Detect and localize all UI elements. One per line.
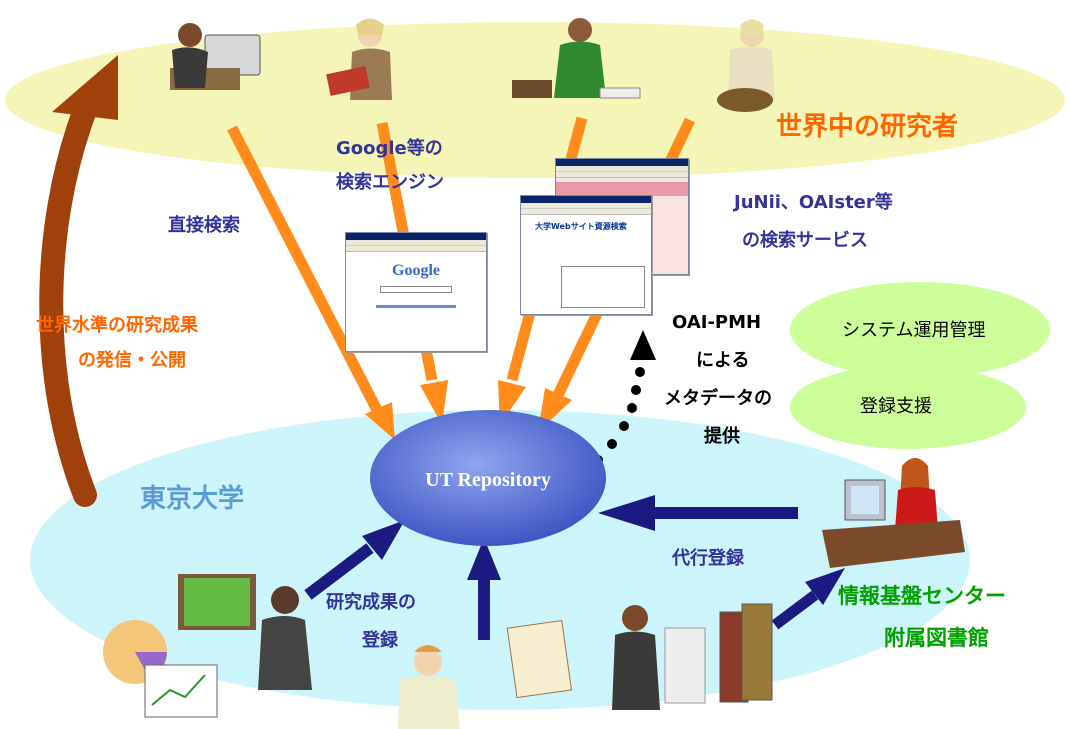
register-arrow-left	[304, 520, 405, 600]
proxy-register-arrow	[598, 495, 798, 531]
support-bubble-label: 登録支援	[860, 396, 932, 417]
researcher-figure-3	[512, 18, 641, 99]
researcher-figure-4	[717, 19, 775, 112]
library-label-line1: 情報基盤センター	[838, 584, 1006, 608]
operator-figure	[822, 458, 965, 568]
window-toolbar	[556, 172, 688, 178]
support-bubble-shape	[790, 365, 1026, 449]
dissemination-label-line1: 世界水準の研究成果	[36, 315, 198, 336]
window-toolbar	[346, 246, 486, 252]
oai-label-line3: メタデータの	[664, 388, 772, 409]
dissemination-arrow	[39, 55, 118, 507]
repository-node	[370, 410, 606, 546]
presenter-figure	[103, 574, 312, 718]
window-titlebar	[556, 159, 688, 166]
portal-listbox	[561, 266, 645, 308]
librarian-figure	[612, 603, 773, 710]
proxy-register-label: 代行登録	[672, 548, 744, 569]
portal-title: 大学Webサイト資源検索	[535, 222, 627, 231]
services-label-line2: の検索サービス	[742, 230, 868, 251]
library-label-line2: 附属図書館	[884, 626, 989, 650]
window-titlebar	[346, 233, 486, 240]
oai-label-line4: 提供	[704, 426, 740, 446]
portal-header-band	[556, 182, 688, 196]
window-menubar	[346, 240, 486, 246]
google-logo: Google	[392, 262, 440, 279]
ops-bubble-label: システム運用管理	[842, 320, 986, 341]
register-arrow-center	[467, 538, 501, 640]
google-links	[376, 305, 456, 308]
researchers-label: 世界中の研究者	[776, 112, 959, 142]
library-to-center-arrow	[771, 568, 845, 630]
register-label-line1: 研究成果の	[326, 592, 416, 613]
google-search-box	[380, 286, 452, 293]
search-engine-label-line2: 検索エンジン	[336, 172, 444, 193]
search-engine-label-line1: Google等の	[336, 138, 443, 159]
university-label: 東京大学	[140, 484, 245, 514]
window-menubar	[521, 203, 651, 209]
researcher-figure-2	[326, 18, 392, 100]
portal-screenshot-front: 大学Webサイト資源検索	[520, 195, 652, 315]
services-label-line1: JuNii、OAIster等	[734, 192, 893, 213]
window-menubar	[556, 166, 688, 172]
ops-bubble-shape	[790, 282, 1050, 378]
direct-search-label: 直接検索	[168, 215, 240, 236]
register-label-line2: 登録	[362, 630, 398, 651]
dissemination-label-line2: の発信・公開	[78, 350, 186, 371]
researcher-figure-1	[170, 23, 261, 90]
researchers-ellipse	[5, 22, 1065, 178]
student-figure	[398, 620, 573, 729]
window-titlebar	[521, 196, 651, 203]
direct-search-arrow	[227, 125, 395, 440]
google-screenshot: Google	[345, 232, 487, 352]
window-toolbar	[521, 209, 651, 215]
repository-label: UT Repository	[425, 469, 551, 491]
oai-label-line2: による	[696, 350, 750, 371]
oai-label-line1: OAI-PMH	[672, 312, 762, 333]
